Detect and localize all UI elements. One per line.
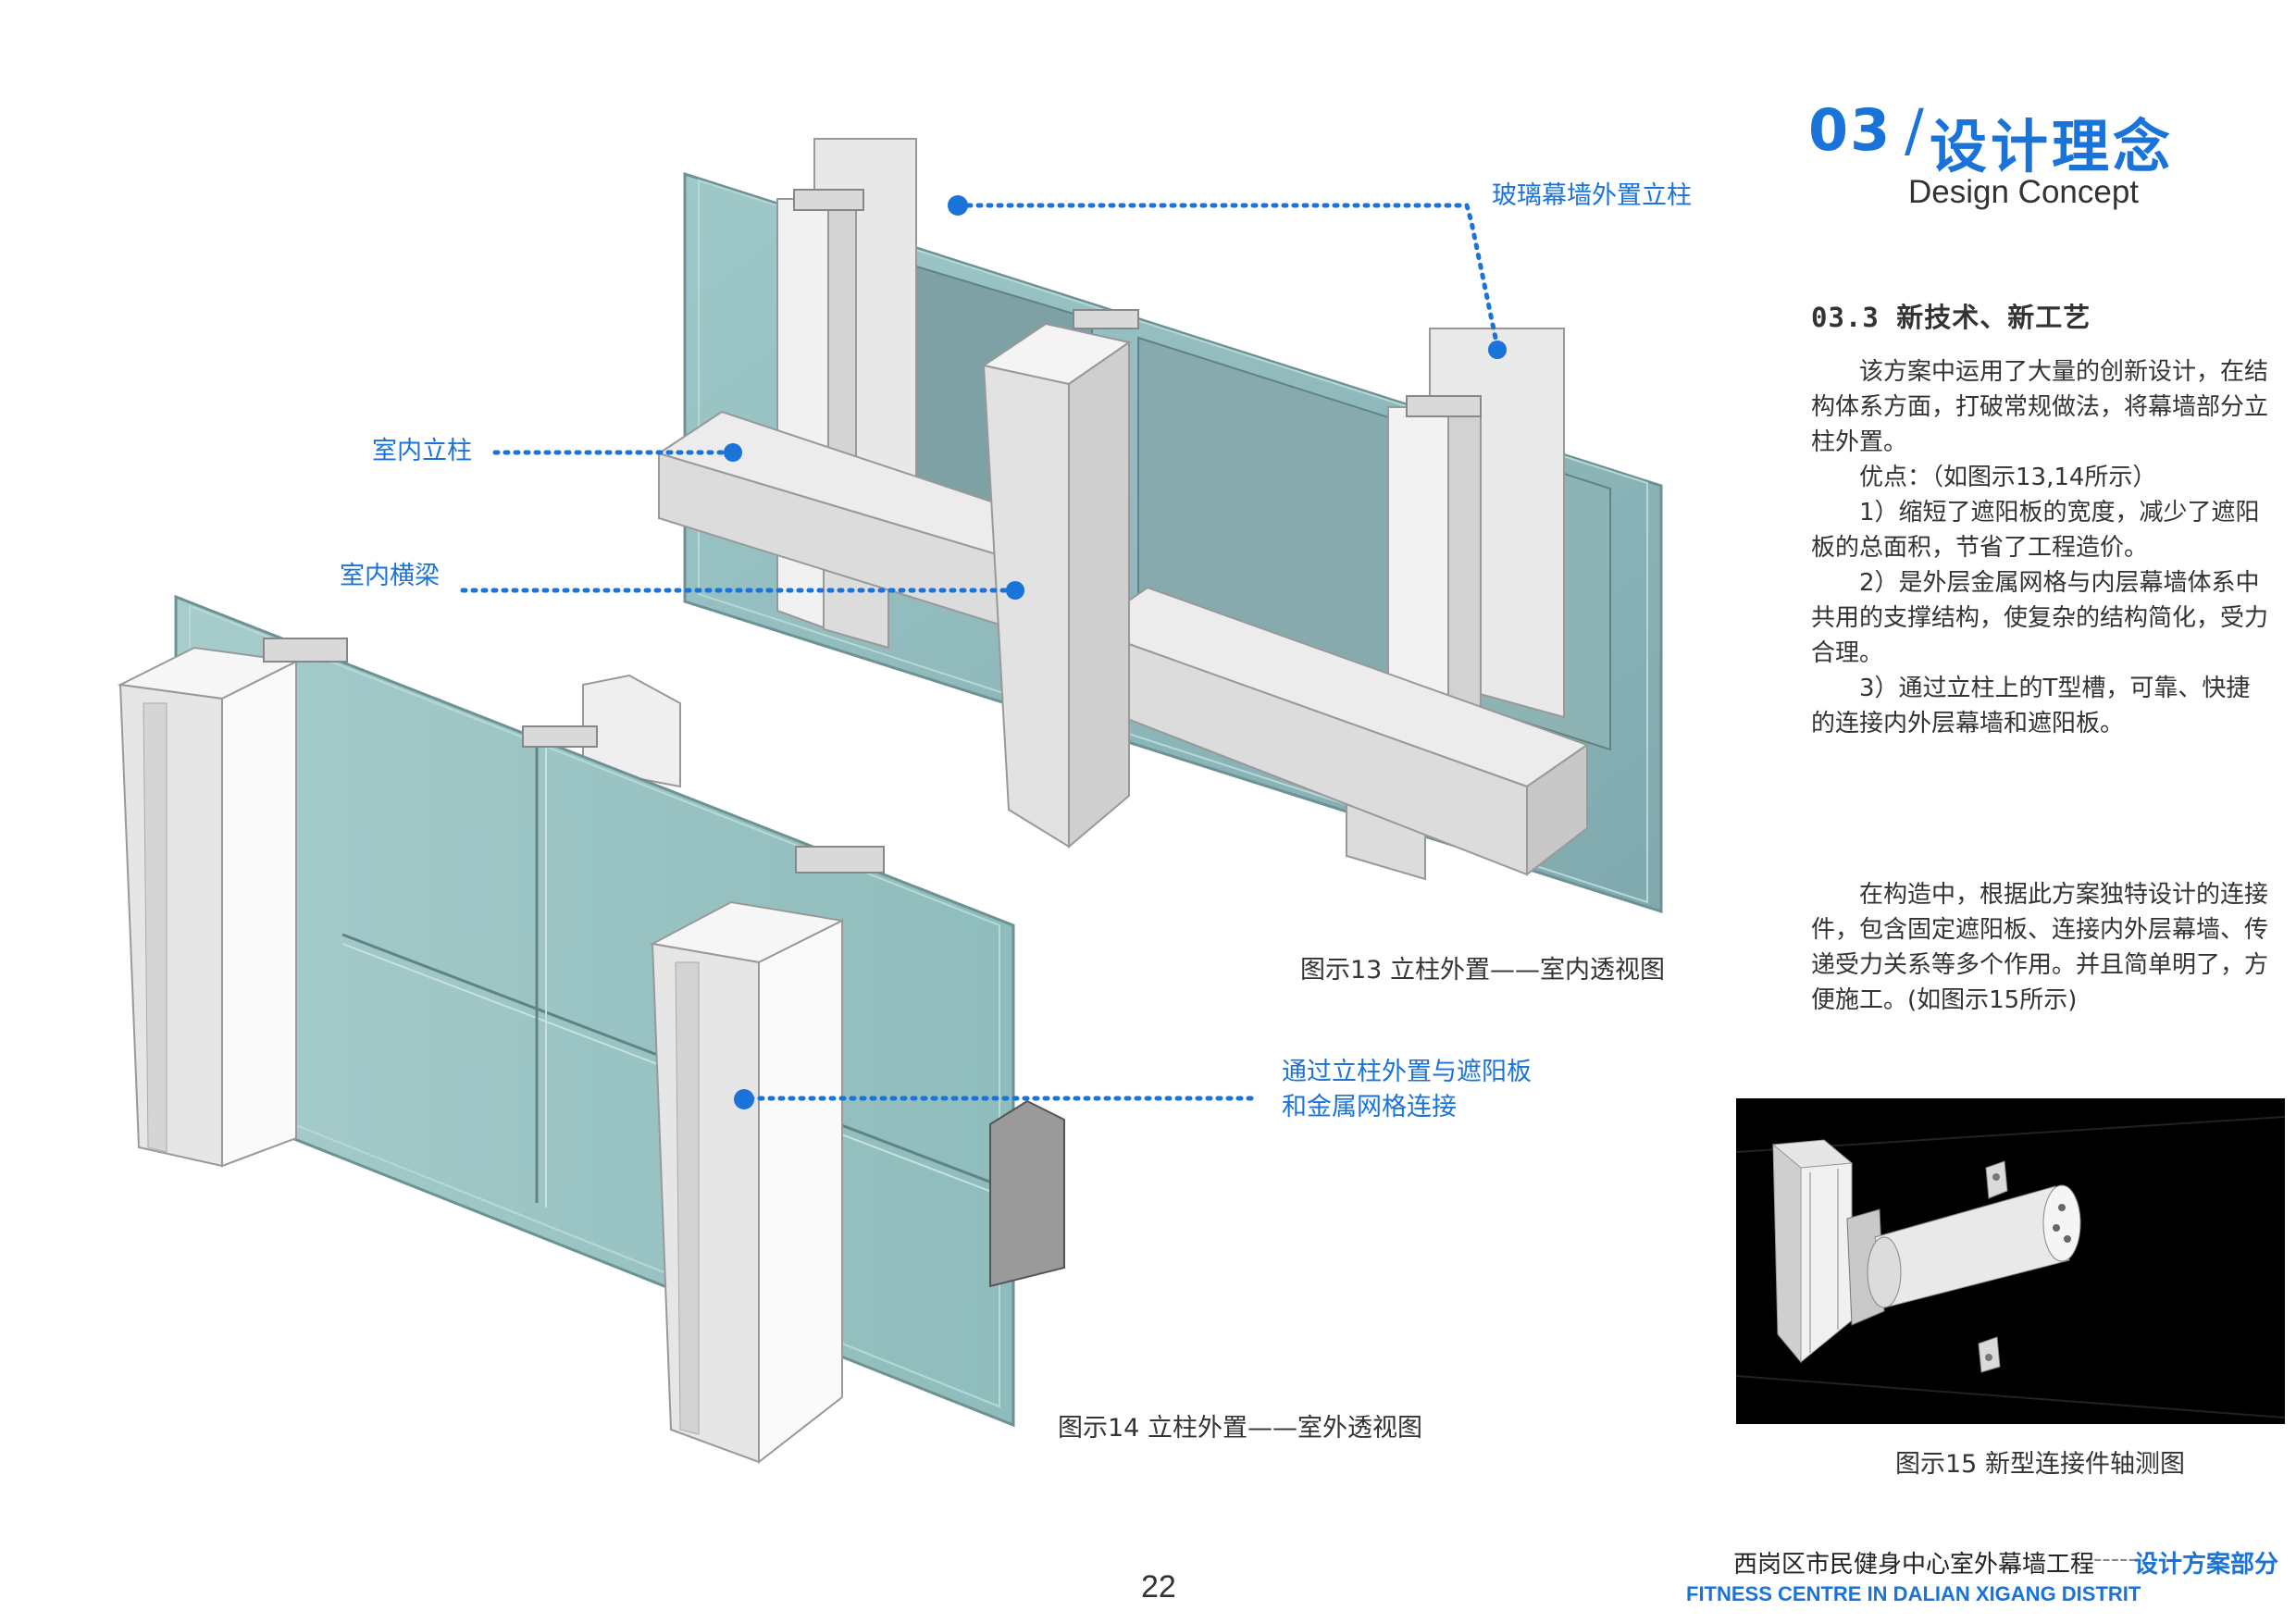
page-number: 22 — [1141, 1569, 1176, 1604]
caption-fig13: 图示13 立柱外置——室内透视图 — [1300, 956, 1665, 985]
para-point-1: 1）缩短了遮阳板的宽度，减少了遮阳板的总面积，节省了工程造价。 — [1811, 499, 2260, 562]
para-point-3: 3）通过立柱上的T型槽，可靠、快捷的连接内外层幕墙和遮阳板。 — [1811, 675, 2251, 737]
footer-project-en: FITNESS CENTRE IN DALIAN XIGANG DISTRIT — [1686, 1582, 2141, 1605]
section-number: 03 — [1808, 96, 1893, 164]
callout-indoor-beam: 室内横梁 — [340, 562, 440, 590]
advantages-paragraph: 该方案中运用了大量的创新设计，在结构体系方面，打破常规做法，将幕墙部分立柱外置。… — [1811, 354, 2274, 741]
callout-dots — [724, 195, 1507, 1109]
section-title: 设计理念 — [1930, 113, 2175, 180]
fig15-connector-render — [1736, 1098, 2285, 1424]
connector-drawing — [1736, 1116, 2285, 1419]
callout-glass-wall-external-mullion: 玻璃幕墙外置立柱 — [1492, 181, 1692, 210]
section-subtitle: Design Concept — [1908, 174, 2140, 210]
callout-indoor-column: 室内立柱 — [372, 437, 472, 465]
caption-fig15: 图示15 新型连接件轴测图 — [1895, 1450, 2185, 1479]
footer-dash: ----- — [2093, 1545, 2137, 1573]
callout-connection: 通过立柱外置与遮阳板 和金属网格连接 — [1282, 1055, 1532, 1125]
fig13-drawing — [656, 138, 1663, 914]
fig14-drawing — [117, 594, 1065, 1465]
para-point-2: 2）是外层金属网格与内层幕墙体系中共用的支撑结构，使复杂的结构简化，受力合理。 — [1811, 569, 2269, 667]
para-connector: 在构造中，根据此方案独特设计的连接件，包含固定遮阳板、连接内外层幕墙、传递受力关… — [1811, 881, 2269, 1014]
connector-paragraph: 在构造中，根据此方案独特设计的连接件，包含固定遮阳板、连接内外层幕墙、传递受力关… — [1811, 877, 2274, 1018]
callout-connection-line2: 和金属网格连接 — [1282, 1093, 1457, 1121]
callout-connection-line1: 通过立柱外置与遮阳板 — [1282, 1058, 1532, 1086]
caption-fig14: 图示14 立柱外置——室外透视图 — [1058, 1414, 1422, 1443]
footer-tag: 设计方案部分 — [2134, 1551, 2279, 1579]
footer-project-cn: 西岗区市民健身中心室外幕墙工程 — [1733, 1551, 2095, 1579]
para-intro: 该方案中运用了大量的创新设计，在结构体系方面，打破常规做法，将幕墙部分立柱外置。 — [1811, 358, 2269, 456]
subheading: 03.3 新技术、新工艺 — [1811, 302, 2091, 333]
section-slash: / — [1905, 96, 1924, 164]
callout-leaders — [460, 203, 1500, 1101]
para-advantages-label: 优点：（如图示13,14所示） — [1811, 464, 2157, 491]
